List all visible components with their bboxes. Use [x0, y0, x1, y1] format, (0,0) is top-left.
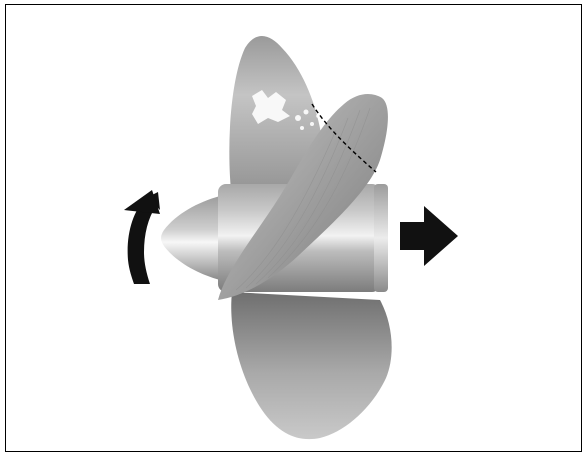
- propeller-blade-bottom: [231, 292, 391, 439]
- propeller-hub-rear-ring: [374, 184, 388, 292]
- right-arrow-icon: [400, 206, 458, 266]
- propeller-nose-cone: [161, 196, 220, 280]
- curved-arrow-head: [124, 190, 160, 214]
